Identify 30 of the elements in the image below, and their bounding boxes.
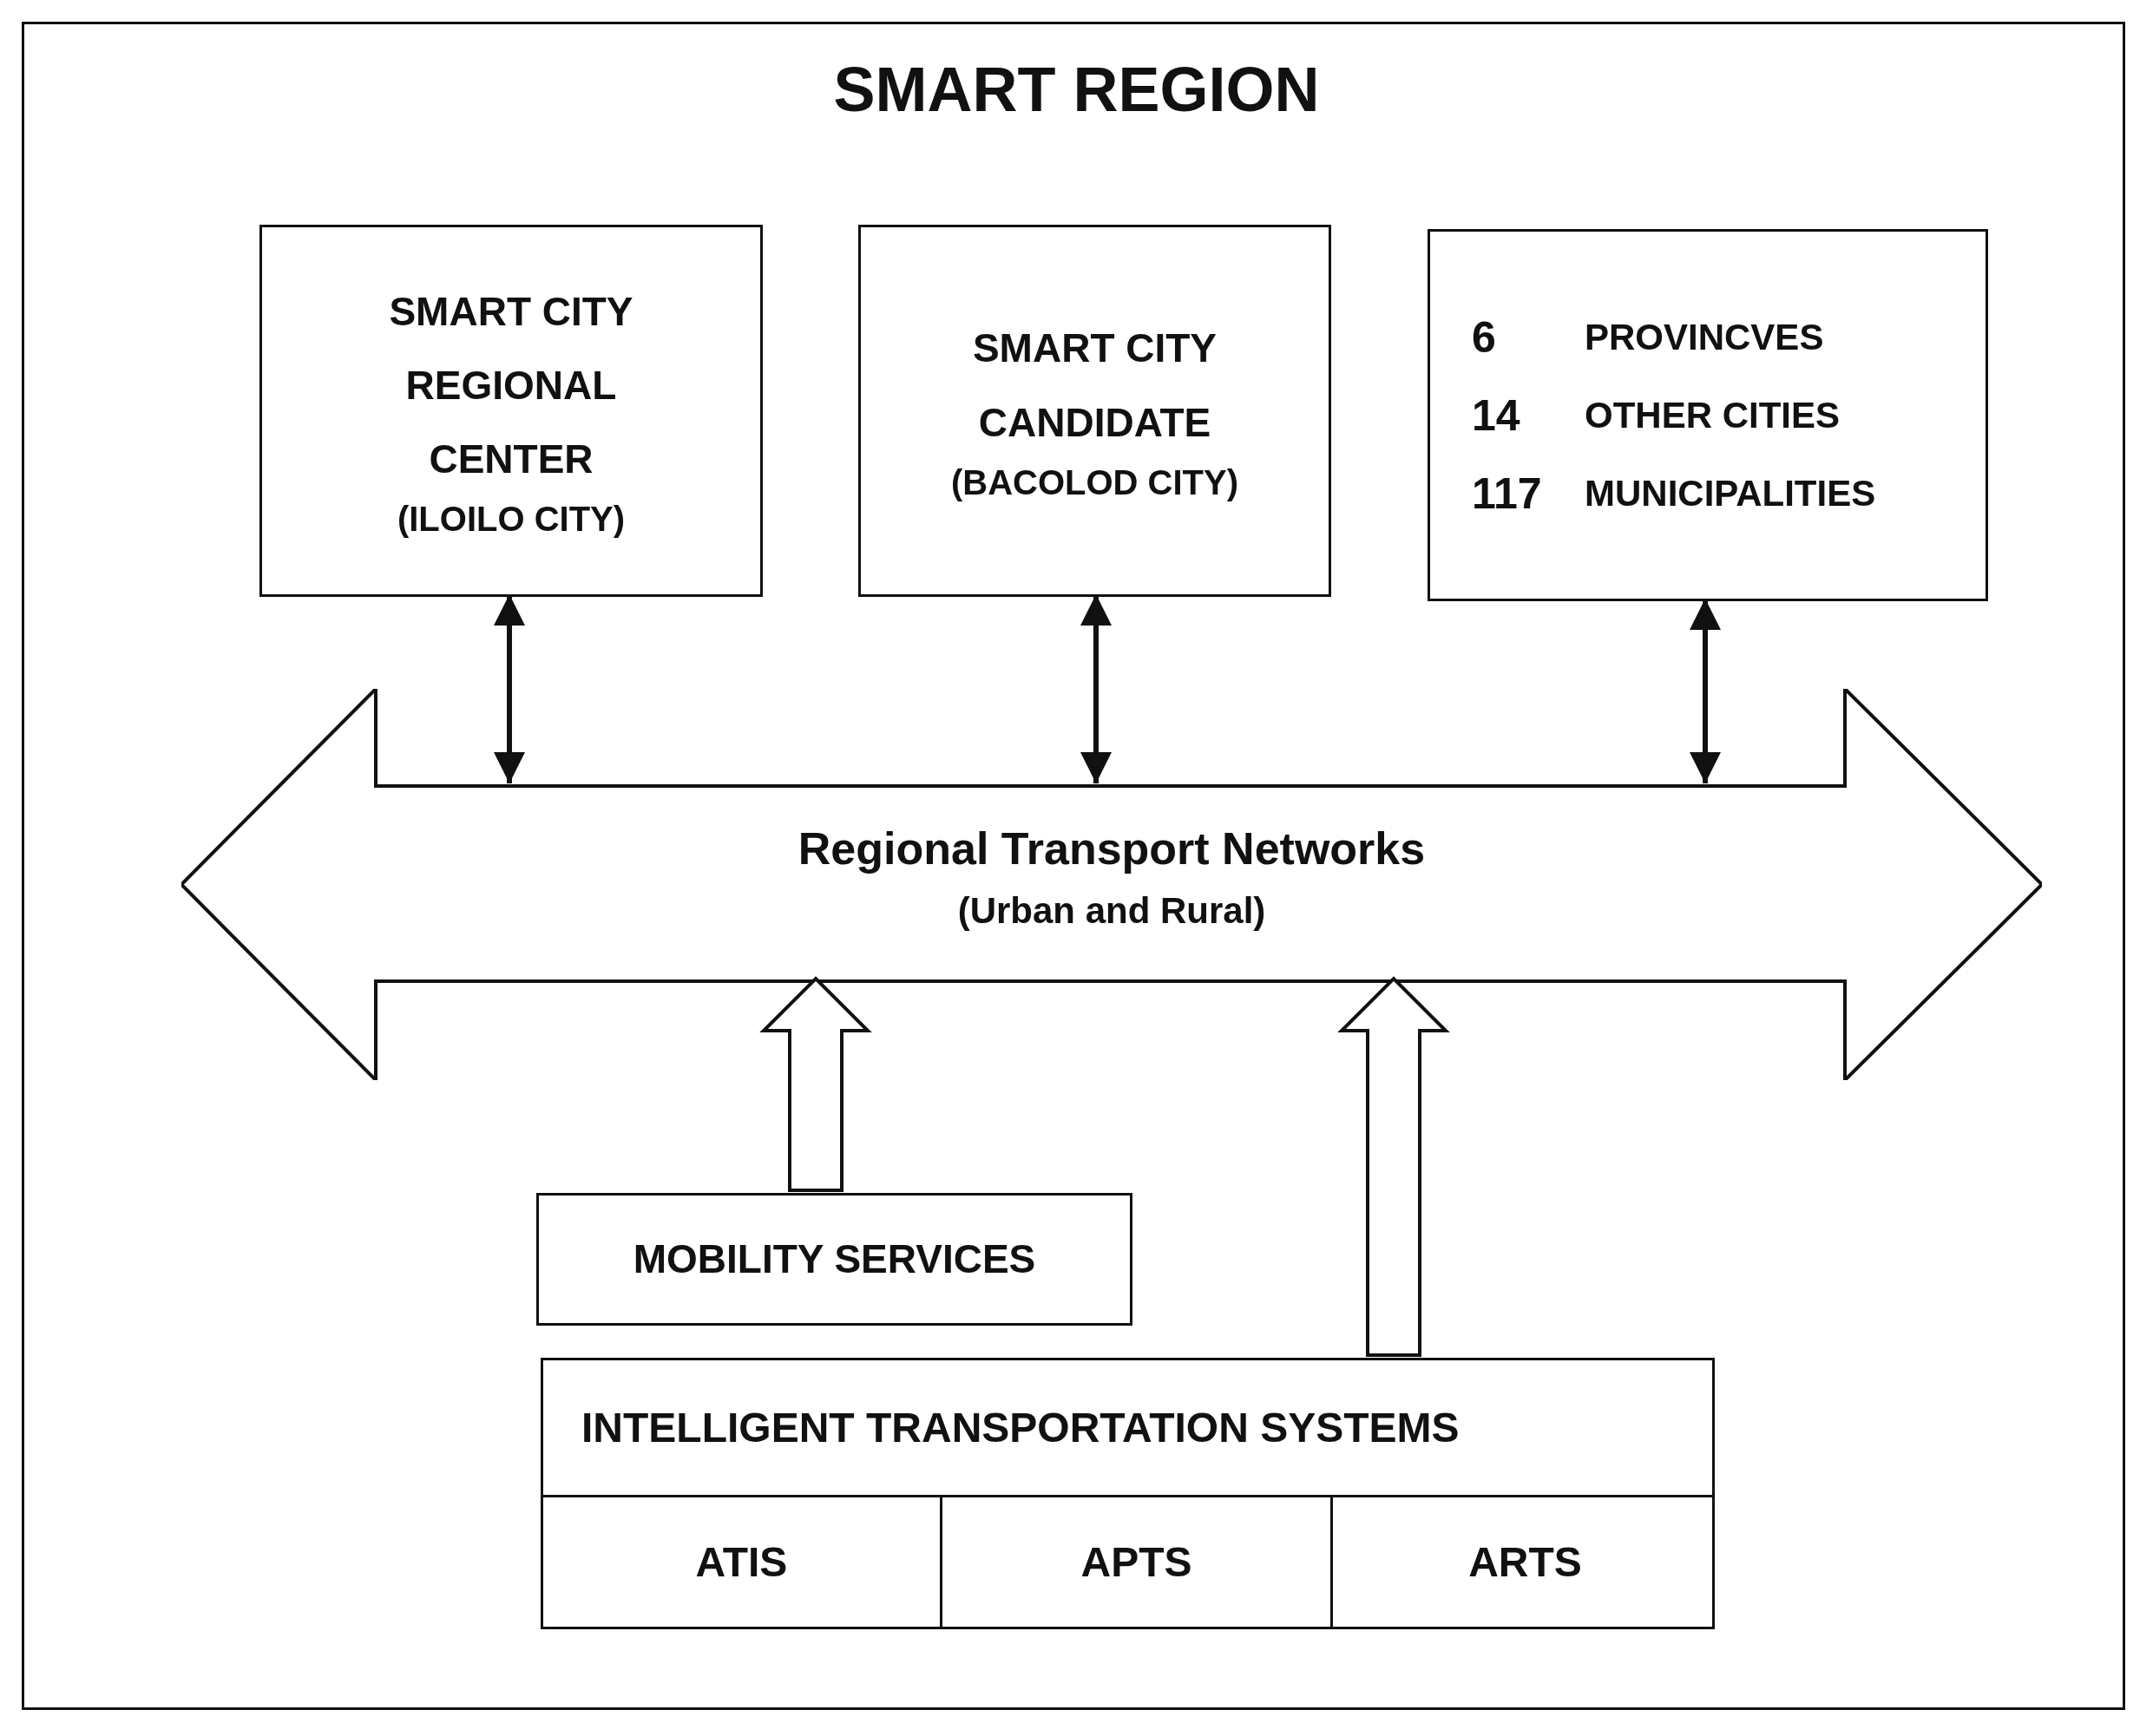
double-arrow	[1080, 594, 1112, 783]
region-frame	[22, 22, 2125, 1710]
box-heading: SMART CITY CANDIDATE	[971, 324, 1218, 447]
count-text: 117	[1472, 468, 1543, 520]
category-text: MUNICIPALITIES	[1585, 471, 1876, 515]
double-arrow	[1690, 599, 1721, 783]
box-heading: MOBILITY SERVICES	[633, 1235, 1036, 1283]
table-heading: INTELLIGENT TRANSPORTATION SYSTEMS	[581, 1404, 1460, 1451]
text-box	[1428, 229, 1988, 601]
text-box	[858, 225, 1331, 597]
double-arrow	[494, 594, 525, 783]
cell-text: ATIS	[695, 1538, 788, 1586]
text-box	[259, 225, 763, 597]
count-text: 6	[1472, 311, 1497, 364]
box-subtext: (ILOILO CITY)	[397, 499, 626, 540]
count-text: 14	[1472, 390, 1521, 442]
table-box	[541, 1358, 1715, 1629]
box-subtext: (BACOLOD CITY)	[950, 462, 1239, 503]
box-heading: SMART CITY REGIONAL CENTER	[388, 287, 634, 484]
cell-text: ARTS	[1468, 1538, 1582, 1586]
band-heading: Regional Transport Networks	[797, 822, 1427, 875]
diagram-title: SMART REGION	[832, 54, 1321, 125]
category-text: PROVINCVES	[1585, 315, 1825, 359]
block-arrow	[759, 976, 872, 1192]
double-arrow-band	[181, 689, 2042, 1080]
band-subtext: (Urban and Rural)	[956, 889, 1267, 933]
text-box	[536, 1193, 1132, 1326]
category-text: OTHER CITIES	[1585, 393, 1841, 437]
block-arrow	[1337, 976, 1450, 1357]
cell-text: APTS	[1080, 1538, 1192, 1586]
